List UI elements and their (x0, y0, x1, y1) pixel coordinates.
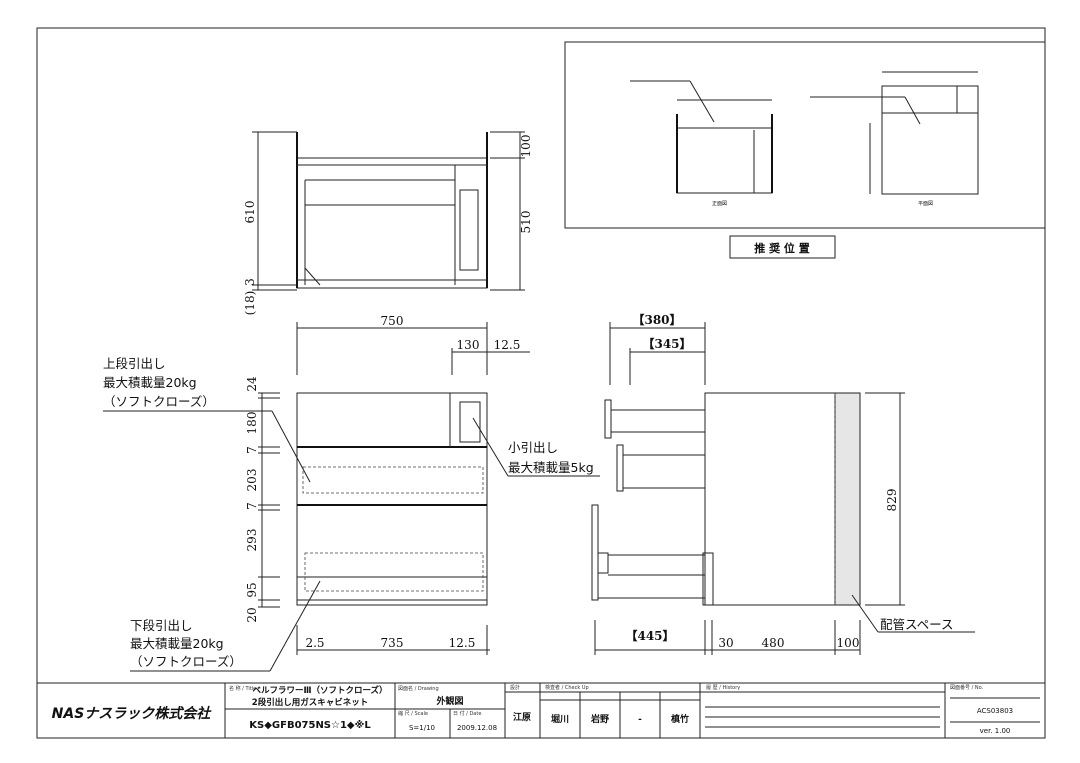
dim-610: 610 (243, 201, 257, 224)
title-line2: 2段引出し用ガスキャビネット (252, 697, 368, 708)
designer: 江原 (513, 711, 531, 723)
recommended-position-inset: 正面図 平面図 推 奨 位 置 (564, 41, 1046, 259)
dim-20: 20 (245, 607, 259, 622)
dim-100-side: 100 (837, 636, 860, 650)
checker-2: 岩野 (590, 713, 609, 725)
svg-text:図面名 / Drawing: 図面名 / Drawing (398, 685, 439, 692)
svg-text:検査者 / Check Up: 検査者 / Check Up (545, 684, 589, 691)
title-line1: ベルフラワーⅢ（ソフトクローズ） (252, 685, 387, 696)
drawing-number: ACS03803 (977, 707, 1013, 715)
drawing-name: 外観図 (435, 695, 463, 707)
dim-95: 95 (245, 582, 259, 597)
checker-1: 堀川 (551, 713, 569, 725)
svg-text:最大積載量20kg: 最大積載量20kg (130, 636, 224, 651)
dim-829: 829 (885, 489, 899, 512)
dim-380: 【380】 (632, 312, 681, 327)
scale: S=1/10 (409, 724, 435, 732)
date: 2009.12.08 (457, 724, 497, 732)
svg-text:日 付 / Date: 日 付 / Date (453, 710, 481, 717)
side-view: 【380】 【345】 【445】 30 480 100 829 配管スペース (591, 312, 975, 655)
dim-18: (18) (243, 291, 257, 316)
dim-130: 130 (457, 338, 480, 352)
svg-text:図面番号 / No.: 図面番号 / No. (950, 684, 984, 691)
dim-2-5: 2.5 (305, 636, 324, 650)
lower-drawer-label: 下段引出し 最大積載量20kg （ソフトクローズ） (130, 618, 242, 669)
svg-text:（ソフトクローズ）: （ソフトクローズ） (103, 394, 215, 409)
checker-4: 槙竹 (671, 713, 689, 725)
dim-100: 100 (519, 135, 533, 158)
pipe-space-label: 配管スペース (880, 617, 954, 632)
svg-text:最大積載量5kg: 最大積載量5kg (508, 460, 594, 475)
company-logo: NASナスラック株式会社 (52, 705, 213, 722)
svg-text:正面図: 正面図 (712, 201, 727, 207)
dim-480: 480 (762, 636, 785, 650)
svg-text:縮 尺 / Scale: 縮 尺 / Scale (398, 710, 428, 717)
dim-445: 【445】 (625, 628, 674, 643)
inset-caption: 推 奨 位 置 (754, 241, 810, 255)
dim-203: 203 (245, 469, 259, 492)
dim-24: 24 (245, 376, 259, 392)
dim-735: 735 (381, 636, 404, 650)
dim-510: 510 (519, 211, 533, 234)
dim-12-5-top: 12.5 (494, 338, 521, 352)
dim-750: 750 (381, 314, 404, 328)
svg-text:平面図: 平面図 (918, 201, 933, 207)
dim-30: 30 (718, 636, 733, 650)
svg-text:履 歴 / History: 履 歴 / History (706, 685, 740, 691)
svg-text:名 称 / Title: 名 称 / Title (229, 685, 256, 692)
dim-12-5-bottom: 12.5 (449, 636, 476, 650)
top-view: 610 3 (18) 100 510 (243, 131, 533, 316)
svg-text:上段引出し: 上段引出し (103, 356, 166, 371)
svg-text:設計: 設計 (510, 684, 520, 691)
svg-text:下段引出し: 下段引出し (130, 618, 193, 633)
title-block: NASナスラック株式会社 名 称 / Title ベルフラワーⅢ（ソフトクローズ… (36, 682, 1046, 739)
dim-345: 【345】 (642, 336, 691, 351)
version: ver. 1.00 (980, 727, 1011, 735)
dim-293: 293 (245, 529, 259, 552)
svg-text:小引出し: 小引出し (508, 440, 558, 455)
svg-text:（ソフトクローズ）: （ソフトクローズ） (130, 654, 242, 669)
small-drawer-label: 小引出し 最大積載量5kg (508, 440, 594, 475)
dim-7b: 7 (245, 502, 259, 510)
svg-text:最大積載量20kg: 最大積載量20kg (103, 375, 197, 390)
model-code: KS◆GFB075NS☆1◆※L (249, 719, 371, 731)
front-view: 24 180 7 203 7 293 95 20 750 130 12.5 2.… (103, 314, 600, 672)
dim-3: 3 (243, 278, 257, 286)
dim-7a: 7 (245, 446, 259, 454)
dim-180: 180 (245, 412, 259, 435)
upper-drawer-label: 上段引出し 最大積載量20kg （ソフトクローズ） (103, 356, 215, 409)
checker-3: - (638, 715, 642, 725)
